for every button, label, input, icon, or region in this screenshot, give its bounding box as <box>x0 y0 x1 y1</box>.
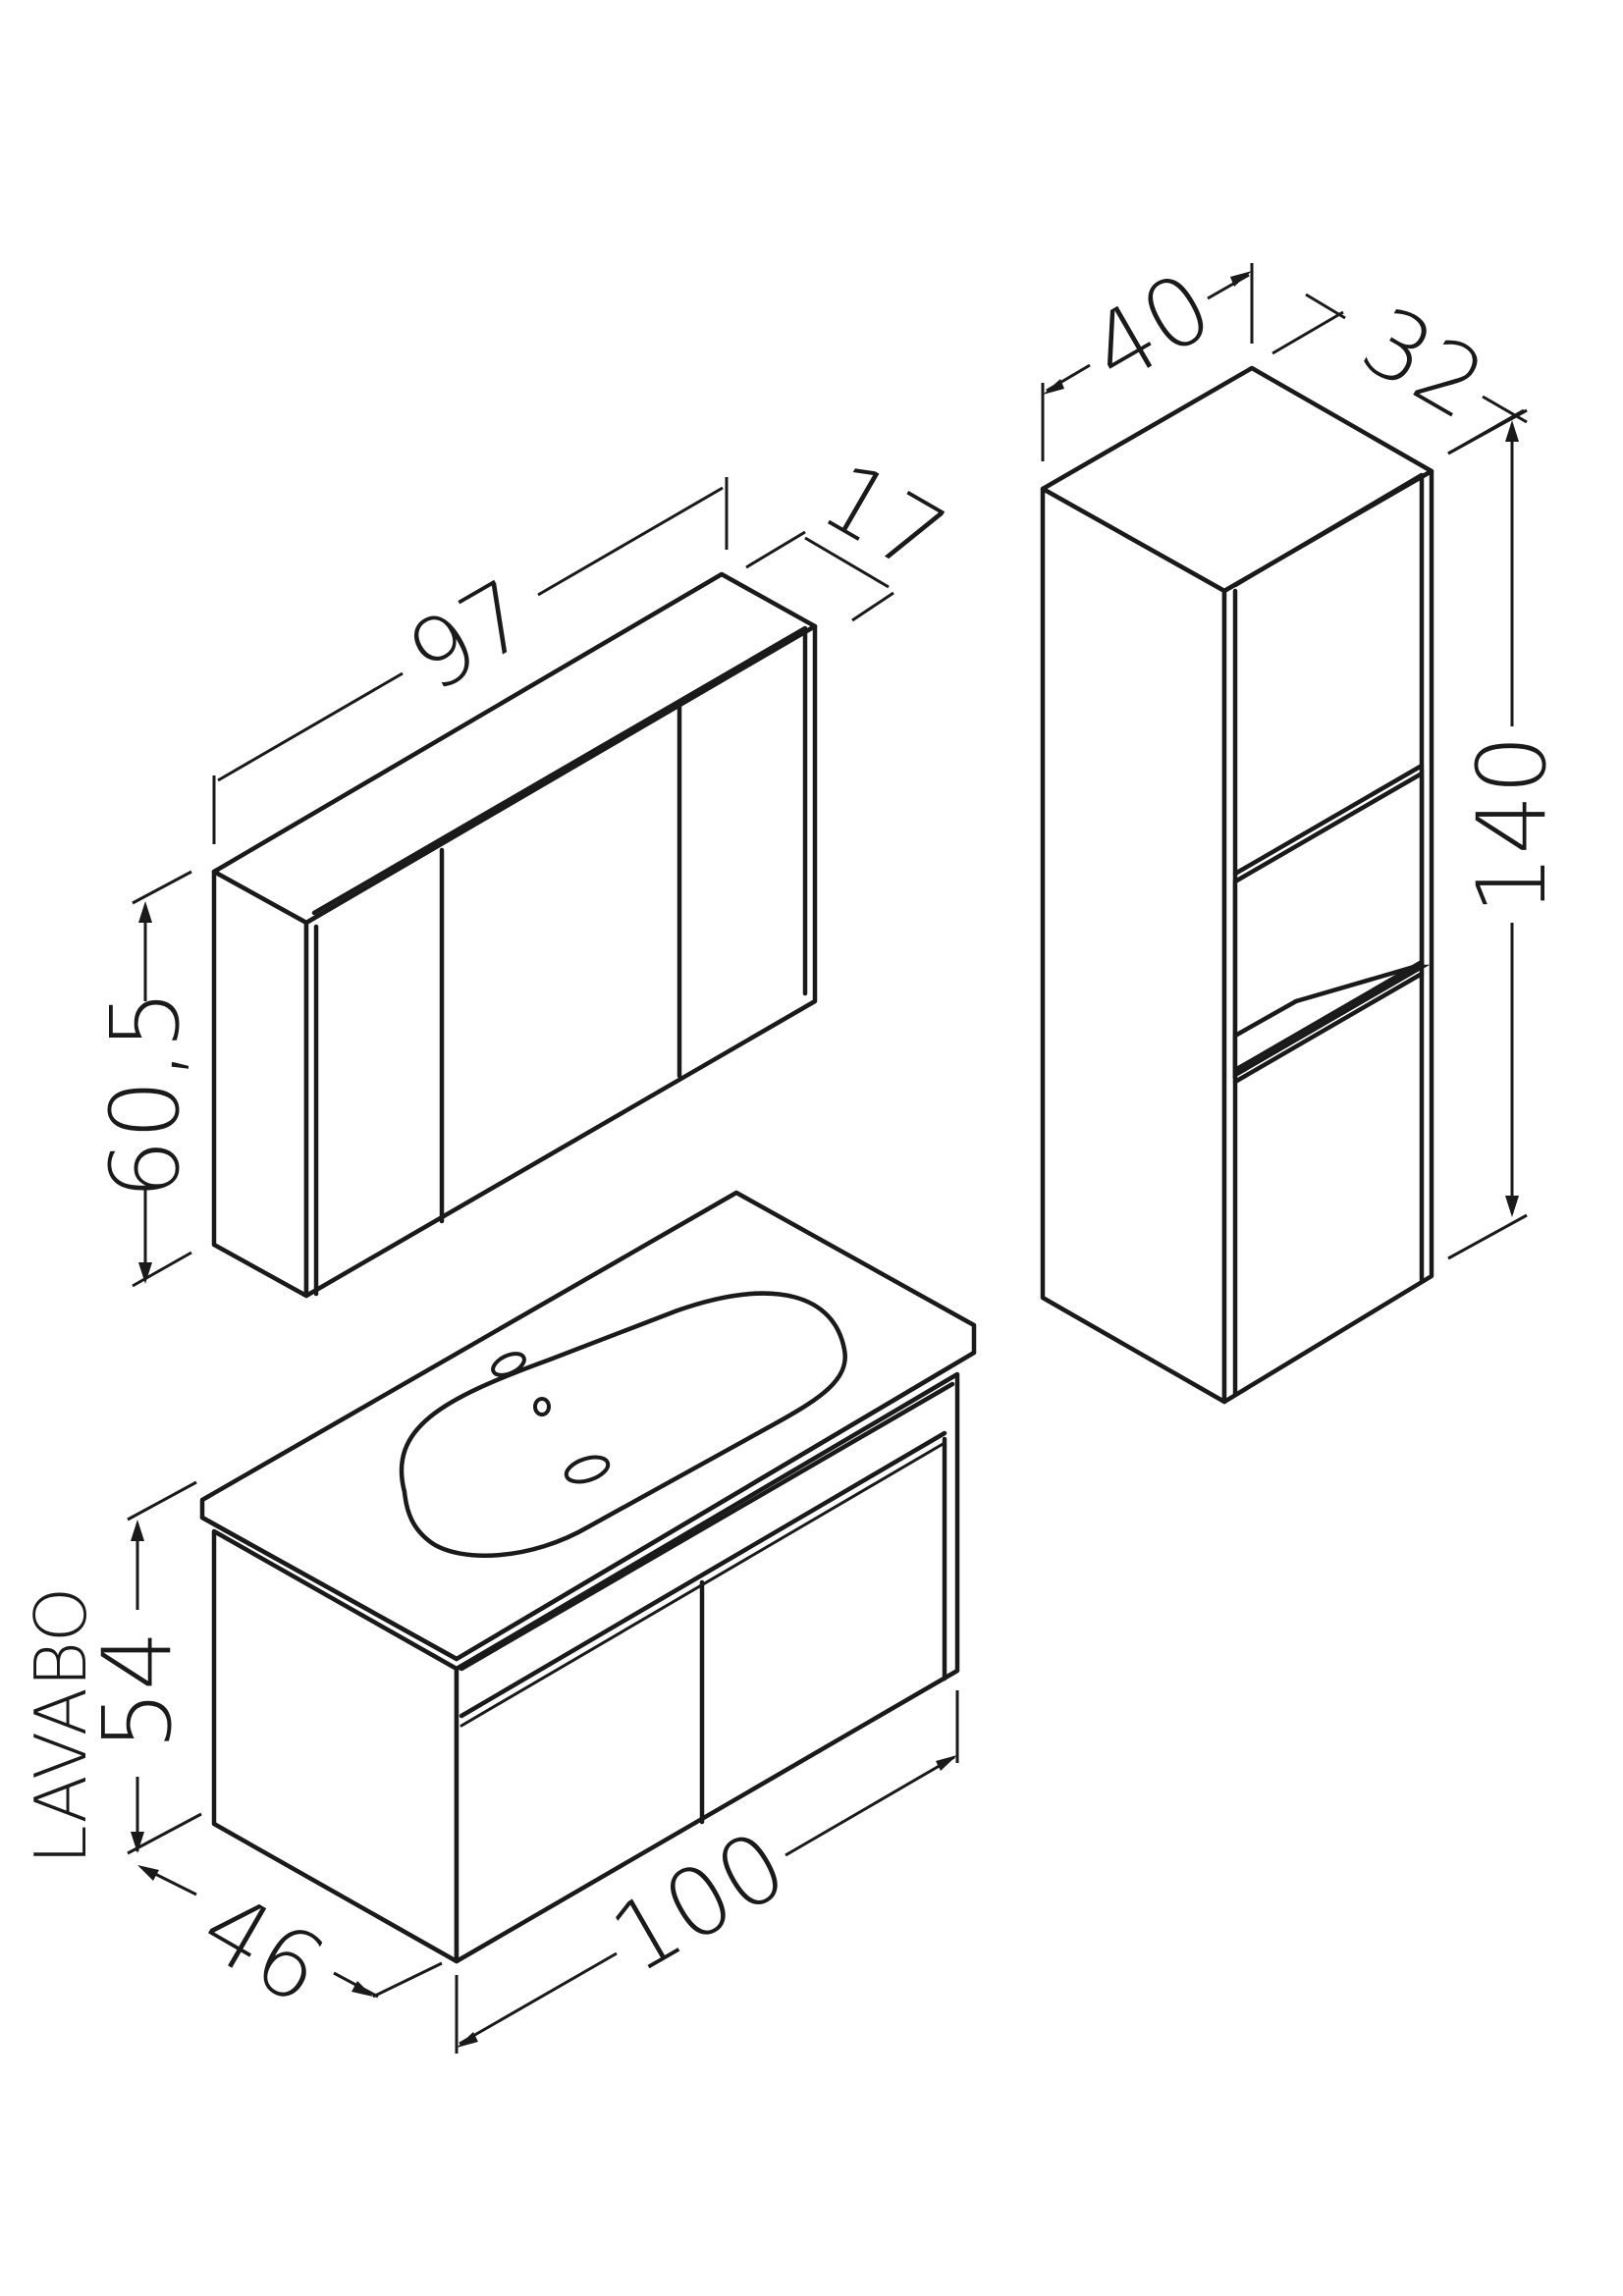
drain-hole <box>564 1455 611 1484</box>
tall-width-label: 40 <box>1071 251 1230 406</box>
tall-height-dimension: 140 <box>1447 408 1567 1260</box>
mirror-height-label: 60,5 <box>90 989 200 1200</box>
mirror-depth-dimension: 17 <box>745 441 963 622</box>
vanity-label: LAVABO <box>20 1587 102 1865</box>
mirror-cabinet-side <box>211 869 309 1299</box>
faucet-hole <box>491 1352 526 1377</box>
mirror-height-dimension: 60,5 <box>90 870 200 1288</box>
mirror-cabinet <box>211 571 818 1299</box>
vanity-height-dimension: 54 <box>82 1480 202 1855</box>
tall-upper-handle <box>1232 763 1425 877</box>
vanity-top-handle <box>459 1381 955 1672</box>
vanity-body-front <box>454 1371 960 1964</box>
counter-front-edge <box>199 1515 460 1662</box>
counter-side-edge <box>454 1350 977 1662</box>
vanity-height-label: 54 <box>82 1630 192 1750</box>
tall-lower-door-top <box>1232 971 1425 1085</box>
mirror-cabinet-front <box>303 623 818 1299</box>
vanity-depth-label: 46 <box>184 1871 343 2026</box>
vanity-unit <box>199 1190 977 1964</box>
tall-cabinet-side <box>1040 486 1227 1405</box>
vanity-basin <box>399 1291 847 1558</box>
tall-top-edge <box>1232 472 1425 588</box>
tall-depth-label: 32 <box>1344 286 1503 441</box>
vanity-drawer-line <box>459 1430 947 1719</box>
tall-lower-handle <box>1232 959 1425 1073</box>
overflow-hole <box>533 1397 551 1416</box>
mirror-top-edge <box>311 625 808 916</box>
tall-cabinet <box>1040 365 1434 1405</box>
tall-height-label: 140 <box>1457 734 1567 914</box>
mirror-depth-label: 17 <box>804 441 963 596</box>
